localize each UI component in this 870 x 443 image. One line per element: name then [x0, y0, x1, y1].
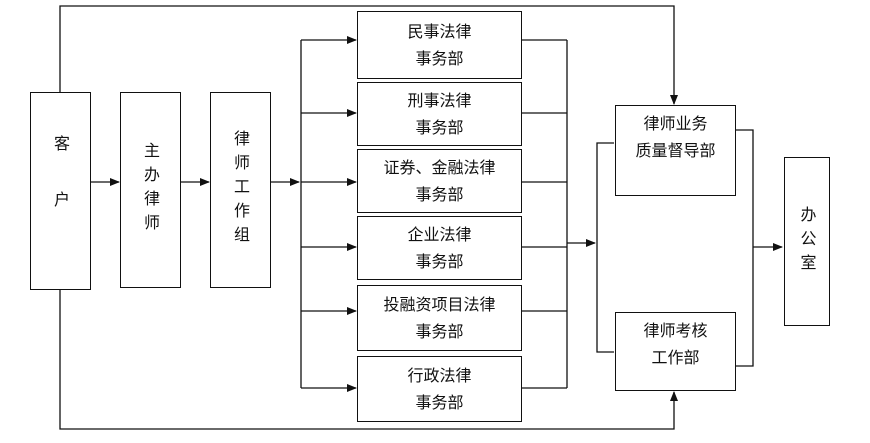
bracket-right — [736, 129, 754, 367]
lead-lawyer-box — [120, 92, 181, 288]
dept-admin-label: 行政法律事务部 — [407, 366, 472, 412]
quality-supervision-label: 律师业务质量督导部 — [635, 114, 716, 160]
dept-enterprise-label: 企业法律事务部 — [407, 225, 472, 271]
dept-investment-box — [357, 285, 522, 351]
dept-admin-box — [357, 356, 522, 422]
assessment-label: 律师考核工作部 — [643, 321, 708, 367]
dept-criminal-box — [357, 82, 522, 146]
dept-investment-label: 投融资项目法律事务部 — [383, 295, 496, 341]
work-group-label: 律师工作组 — [231, 130, 250, 250]
dept-civil-label: 民事法律事务部 — [407, 22, 472, 68]
dept-criminal-label: 刑事法律事务部 — [407, 91, 472, 137]
assessment-box — [615, 312, 736, 391]
feedback-line-bottom — [59, 290, 678, 430]
lead-lawyer-label: 主办律师 — [141, 142, 160, 238]
office-box — [784, 157, 830, 326]
work-group-box — [210, 92, 271, 288]
office-label: 办公室 — [797, 205, 817, 278]
dept-enterprise-box — [357, 216, 522, 280]
quality-supervision-box — [615, 105, 736, 196]
feedback-line-top — [59, 5, 678, 105]
dept-securities-box — [357, 149, 522, 213]
dept-securities-label: 证券、金融法律事务部 — [383, 158, 496, 204]
dept-civil-box — [357, 11, 522, 79]
client-box — [30, 92, 91, 290]
bracket-left — [596, 142, 614, 353]
client-label: 客户 — [51, 135, 70, 247]
